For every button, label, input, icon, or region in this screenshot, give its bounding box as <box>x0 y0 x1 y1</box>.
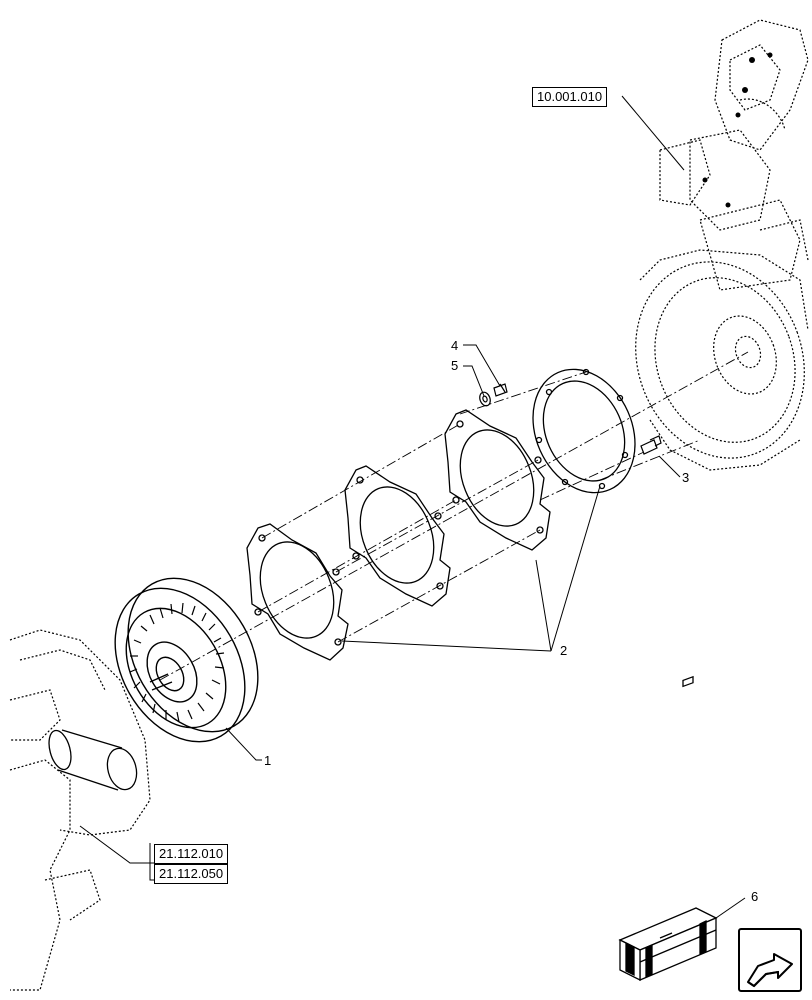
callout-5: 5 <box>451 358 458 373</box>
flex-plate-2 <box>344 465 451 607</box>
output-cylinder <box>48 729 138 791</box>
callout-2: 2 <box>560 643 567 658</box>
engine-ref-box[interactable]: 10.001.010 <box>532 87 608 107</box>
bolt-part-3 <box>640 435 662 455</box>
alignment-lines <box>159 351 749 681</box>
next-page-button[interactable] <box>738 928 802 992</box>
torque-converter <box>114 577 259 743</box>
transmission-ref-box-2[interactable]: 21.112.050 <box>154 864 229 884</box>
transmission-housing <box>9 629 151 991</box>
callout-3: 3 <box>682 470 689 485</box>
transmission-ref-box-1[interactable]: 21.112.010 <box>154 844 229 864</box>
leader-lines <box>79 95 746 919</box>
callout-6: 6 <box>751 889 758 904</box>
flex-plate-1 <box>246 523 349 661</box>
callout-1: 1 <box>264 753 271 768</box>
engine-detail-dots <box>702 52 773 208</box>
engine-assembly <box>635 19 809 471</box>
ring-plate <box>532 368 636 494</box>
bolt-part-4 <box>493 383 508 397</box>
crate-icon <box>618 675 718 982</box>
callout-4: 4 <box>451 338 458 353</box>
washer-part-5 <box>479 391 491 407</box>
arrow-right-icon <box>747 953 793 988</box>
